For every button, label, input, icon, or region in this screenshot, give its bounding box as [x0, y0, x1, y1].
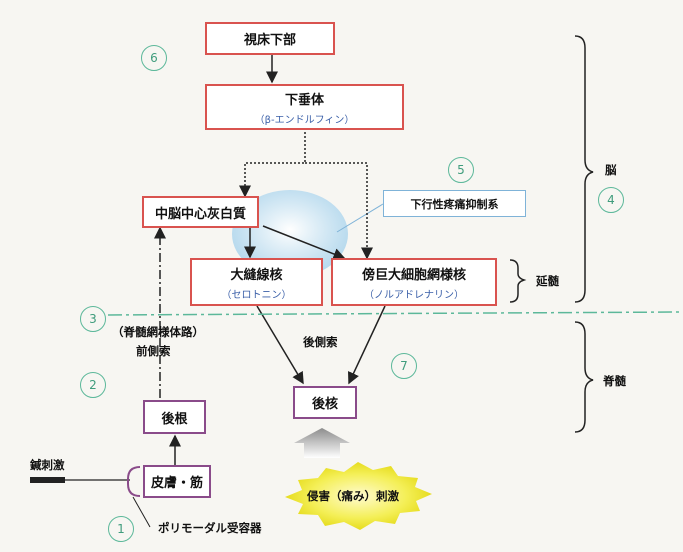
hypothalamus-label: 視床下部 [243, 33, 296, 48]
dorsal-root-box: 後根 [143, 400, 206, 434]
medulla-label: 延髄 [536, 274, 559, 288]
descending-system-callout: 下行性疼痛抑制系 [383, 190, 526, 217]
arrow-paragiganto-dorsal [348, 305, 386, 385]
marker-2: 2 [80, 372, 106, 398]
arrow-raphe-dorsal [256, 305, 304, 385]
noxious-burst-icon [285, 462, 432, 530]
raphe-label: 大縫線核 [230, 267, 283, 283]
descending-system-label: 下行性疼痛抑制系 [410, 197, 499, 211]
receptor-pointer [132, 496, 151, 528]
brace-medulla [509, 259, 527, 303]
marker-5: 5 [448, 157, 474, 183]
raphe-sub-label: （セロトニン） [221, 289, 292, 301]
skin-box: 皮膚・筋 [143, 465, 211, 498]
pag-box: 中脳中心灰白質 [142, 196, 259, 228]
brace-spinal [574, 321, 594, 433]
paragiganto-label: 傍巨大細胞網様核 [361, 267, 466, 283]
descending-system-glow [232, 190, 348, 278]
arrow-pag-paragiganto [262, 225, 346, 260]
dorsal-horn-label: 後核 [311, 397, 338, 412]
raphe-box: 大縫線核 （セロトニン） [190, 258, 323, 306]
marker-3: 3 [80, 306, 106, 332]
marker-7: 7 [391, 353, 417, 379]
pituitary-label: 下垂体 [284, 92, 324, 108]
spinal-cord-label: 脊髄 [603, 374, 626, 388]
noxious-up-arrow-icon [294, 428, 350, 458]
dotted-pituitary-branch-2 [305, 162, 373, 260]
marker-6: 6 [141, 45, 167, 71]
brace-brain [574, 35, 594, 303]
marker-4: 4 [598, 187, 624, 213]
pituitary-sub-label: （β-エンドルフィン） [254, 114, 355, 126]
receptor-icon [127, 466, 141, 497]
brain-spinal-divider [107, 311, 683, 316]
dorsal-root-label: 後根 [161, 411, 188, 427]
pathway-label-line2: 前側索 [136, 344, 171, 358]
callout-line [336, 203, 384, 233]
paragiganto-sub-label: （ノルアドレナリン） [364, 289, 464, 301]
noxious-stimulus-label: 侵害（痛み）刺激 [307, 489, 399, 503]
lateral-tract-label: 後側索 [303, 335, 338, 349]
paragiganto-box: 傍巨大細胞網様核 （ノルアドレナリン） [331, 258, 497, 306]
hypothalamus-box: 視床下部 [205, 22, 335, 55]
dorsal-horn-box: 後核 [293, 386, 357, 419]
brain-label: 脳 [605, 163, 617, 177]
receptor-label: ポリモーダル受容器 [158, 521, 262, 535]
dotted-pituitary-branch [239, 128, 306, 198]
marker-1: 1 [108, 516, 134, 542]
pag-label: 中脳中心灰白質 [154, 206, 246, 222]
skin-label: 皮膚・筋 [150, 476, 203, 491]
acupuncture-needle-icon [30, 477, 65, 483]
pathway-label-line1: （脊髄網様体路） [112, 325, 204, 339]
pituitary-box: 下垂体 （β-エンドルフィン） [205, 84, 404, 130]
acupuncture-label: 鍼刺激 [30, 458, 65, 472]
